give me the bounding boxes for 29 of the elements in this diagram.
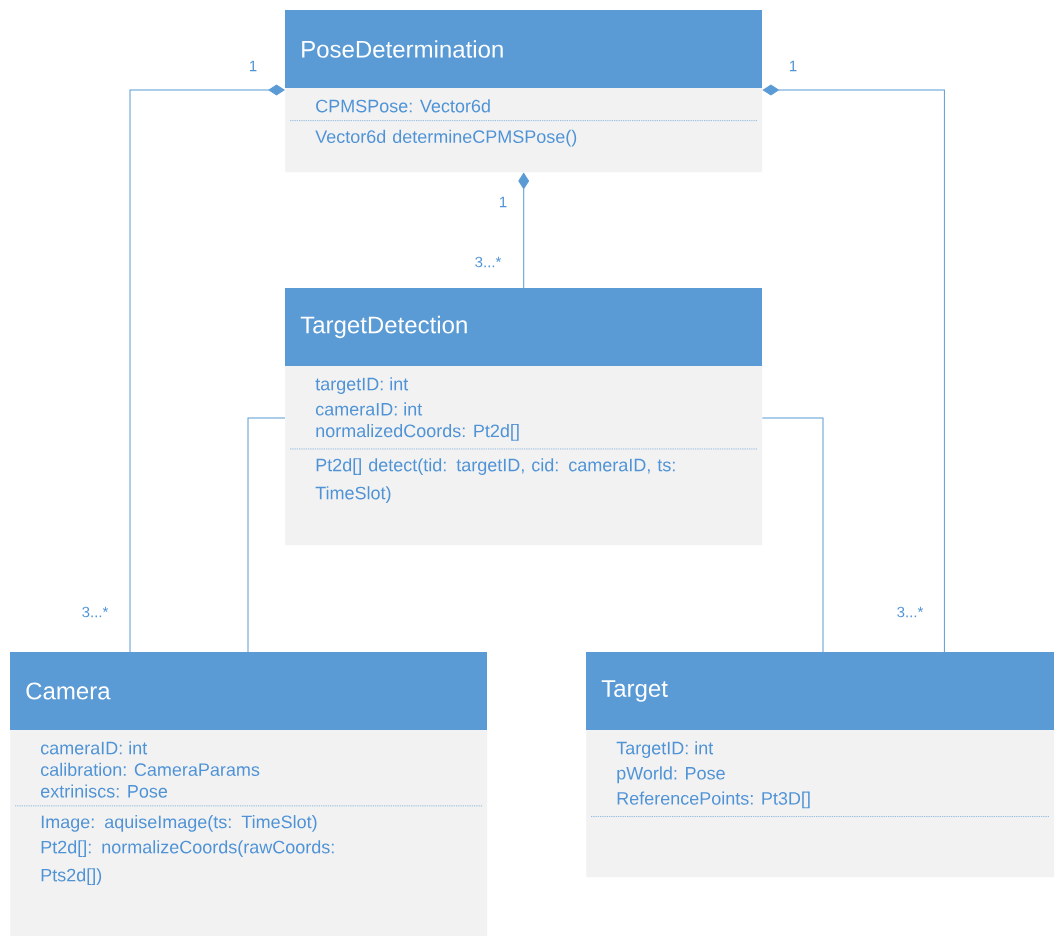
method-text: Pt2d[] detect(tid: targetID, cid: cameraID, ts: TimeSlot): [315, 458, 675, 503]
attribute-text: cameraID: int: [315, 402, 423, 416]
multiplicity-label: 1: [790, 60, 797, 72]
attribute-text: CPMSPose: Vector6d: [316, 99, 490, 113]
class-name: Target: [601, 680, 668, 702]
class-name: Camera: [26, 682, 111, 700]
attribute-text: ReferencePoints: Pt3D[]: [617, 791, 810, 809]
multiplicity-label: 1: [250, 60, 257, 72]
attribute-text: calibration: CameraParams: [40, 762, 260, 777]
attribute-text: targetID: int: [315, 377, 409, 394]
attribute-text: pWorld: Pose: [617, 766, 725, 784]
composition-line: [129, 84, 285, 653]
class-name: PoseDetermination: [302, 40, 503, 58]
attribute-text: TargetID: int: [616, 741, 714, 758]
composition-line: [762, 84, 945, 653]
multiplicity-label: 1: [500, 196, 507, 208]
composition-line: [518, 172, 530, 289]
method-text: Pt2d[]: normalizeCoords(rawCoords: Pts2d[]): [41, 840, 334, 885]
attribute-text: extriniscs: Pose: [40, 784, 168, 798]
attribute-text: cameraID: int: [40, 741, 148, 755]
association-line: [761, 417, 824, 653]
class-name: TargetDetection: [300, 315, 467, 339]
method-text: Image: aquiseImage(ts: TimeSlot): [41, 815, 317, 832]
multiplicity-label: 3...*: [897, 606, 924, 618]
association-line: [247, 417, 286, 653]
multiplicity-label: 3...*: [475, 256, 502, 268]
method-text: Vector6d determineCPMSPose(): [315, 129, 577, 147]
multiplicity-label: 3...*: [82, 606, 109, 618]
attribute-text: normalizedCoords: Pt2d[]: [316, 424, 519, 441]
